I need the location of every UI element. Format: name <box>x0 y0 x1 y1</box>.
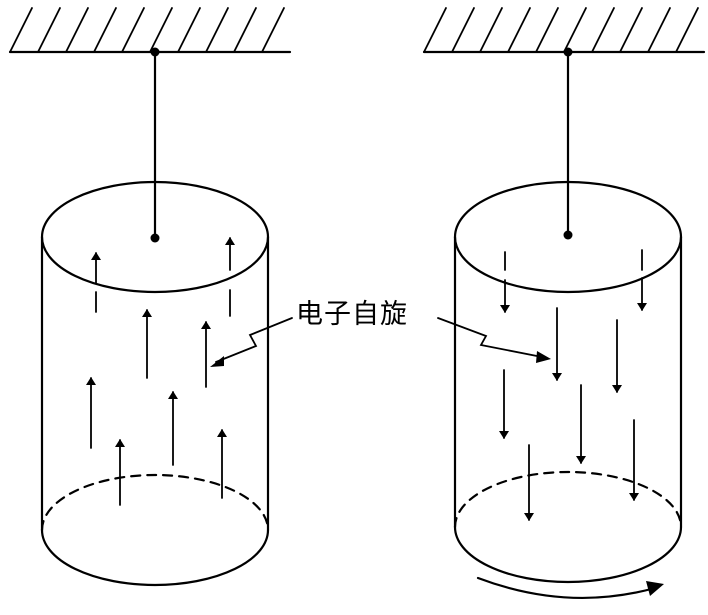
left-cylinder <box>40 180 270 587</box>
right-ceiling <box>422 7 706 54</box>
left-ceiling <box>8 7 292 54</box>
right-suspension-string <box>563 47 573 240</box>
rotation-arrow <box>476 576 664 600</box>
label-pointer-left <box>210 317 293 367</box>
right-spin-arrows <box>499 249 647 521</box>
electron-spin-label: 电子自旋 <box>296 299 408 330</box>
left-suspension-string <box>150 47 160 243</box>
left-spin-arrows <box>86 237 235 506</box>
right-cylinder <box>453 180 683 584</box>
label-pointer-right <box>437 317 551 363</box>
